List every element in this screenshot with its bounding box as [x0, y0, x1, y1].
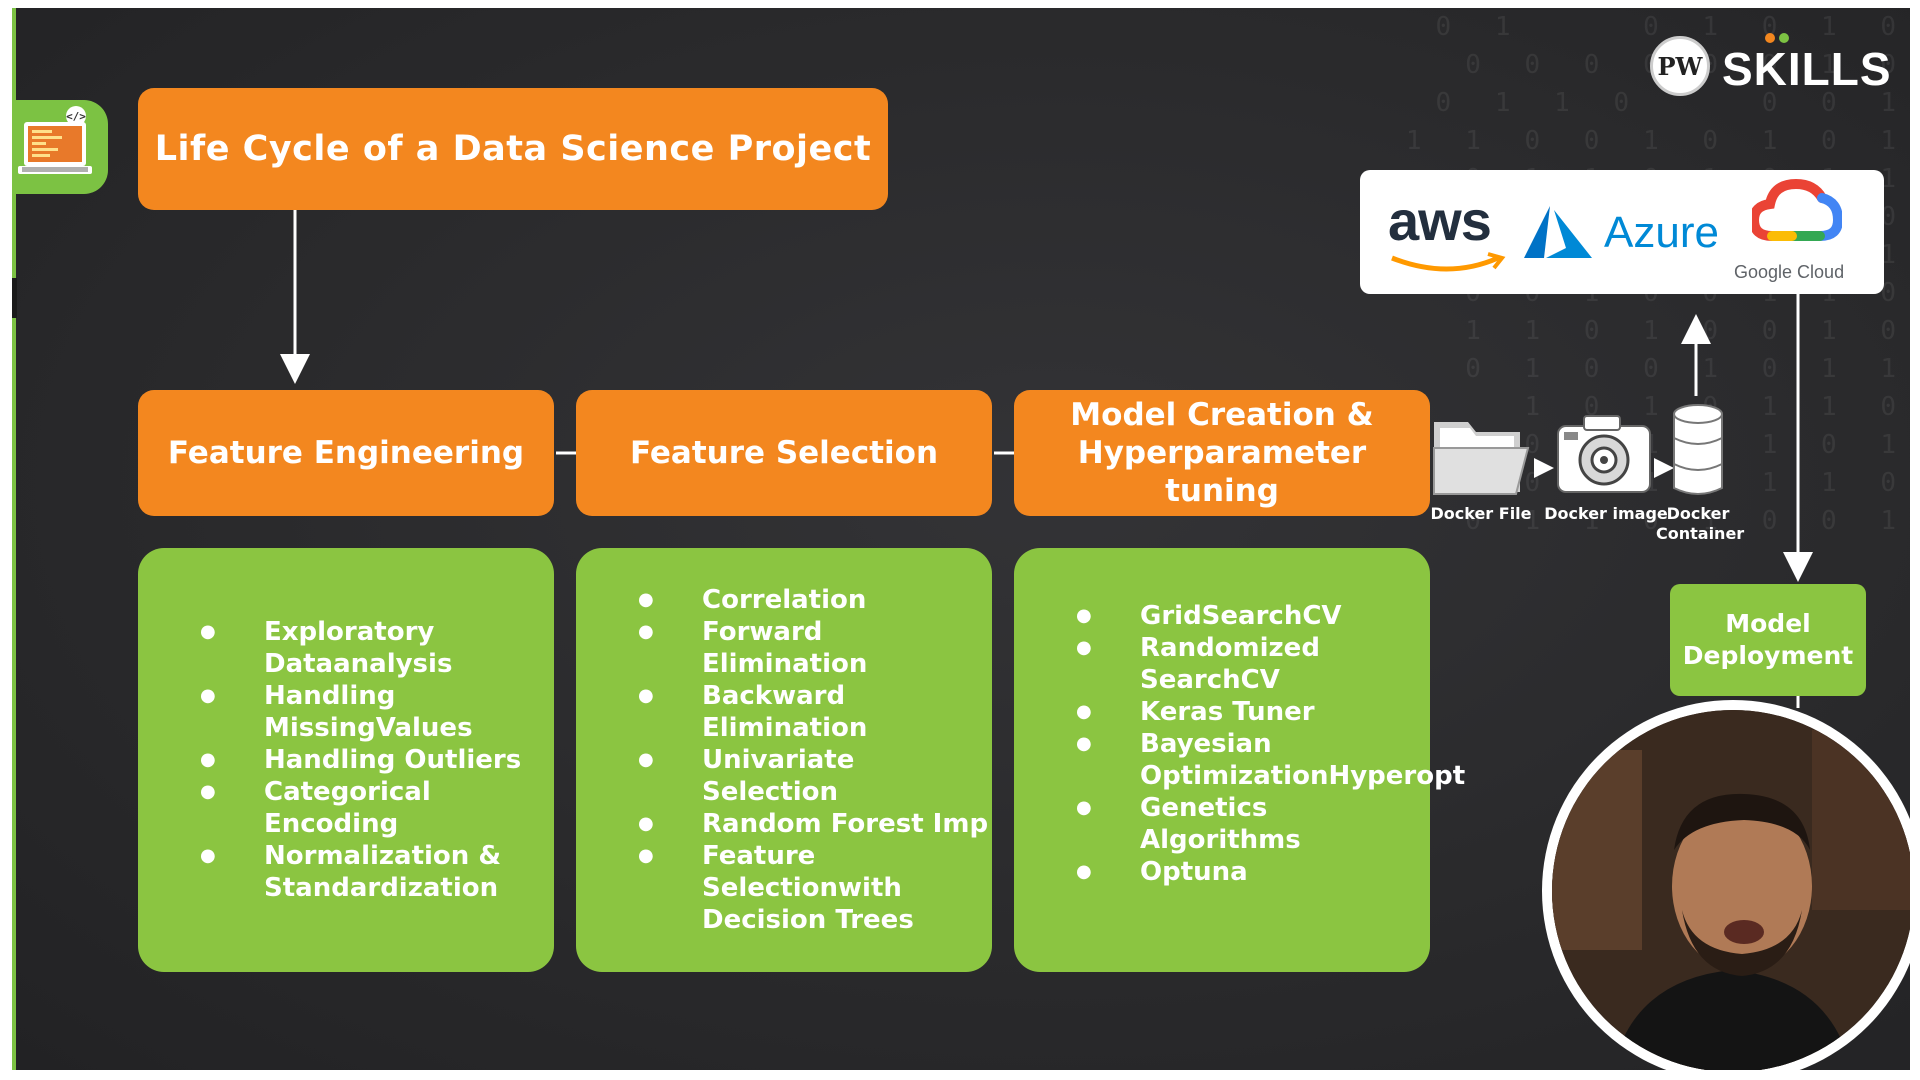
list-item: Univariate Selection [576, 744, 992, 808]
docker-image-label: Docker image [1544, 504, 1668, 523]
model-creation-list: GridSearchCV Randomized SearchCV Keras T… [1014, 548, 1465, 972]
azure-logo: Azure [1604, 208, 1719, 257]
stage-feature-engineering: Feature Engineering [138, 390, 554, 516]
list-item: Correlation [576, 584, 992, 616]
list-item: Feature Selectionwith Decision Trees [576, 840, 992, 936]
left-accent-notch [12, 278, 17, 318]
slide: 0 1 0 1 0 1 0 0 0 0 0 0 0 1 0 0 1 1 0 0 … [12, 8, 1910, 1070]
list-item: Forward Elimination [576, 616, 992, 680]
laptop-code-icon: </> [18, 106, 92, 174]
list-item: Randomized SearchCV [1014, 632, 1430, 696]
aws-smile-icon [1391, 252, 1506, 272]
brand-name: SKILLS [1722, 43, 1892, 95]
webcam-overlay [1542, 700, 1910, 1070]
google-cloud-icon [1752, 178, 1842, 241]
list-item: Genetics Algorithms [1014, 792, 1430, 856]
list-item: Normalization & Standardization [138, 840, 554, 904]
list-item: Keras Tuner [1014, 696, 1430, 728]
feature-selection-list: Correlation Forward Elimination Backward… [576, 548, 992, 972]
list-item: Exploratory Dataanalysis [138, 616, 554, 680]
pw-logo: PW [1650, 36, 1710, 96]
left-accent-strip [12, 8, 16, 1070]
list-item: Handling MissingValues [138, 680, 554, 744]
google-cloud-logo: Google Cloud [1734, 262, 1845, 282]
svg-text:</>: </> [66, 110, 86, 123]
stage-feature-selection: Feature Selection [576, 390, 992, 516]
presenter-silhouette [1552, 710, 1910, 1070]
aws-logo: aws [1388, 189, 1492, 252]
list-item: Bayesian OptimizationHyperopt [1014, 728, 1465, 792]
cloud-providers-panel: aws Azure Google Cloud [1360, 170, 1884, 294]
list-item: Random Forest Imp [576, 808, 992, 840]
list-item: GridSearchCV [1014, 600, 1430, 632]
list-item: Backward Elimination [576, 680, 992, 744]
model-deployment-box: Model Deployment [1670, 584, 1866, 696]
brand-dots [1765, 33, 1789, 43]
docker-container-label: Docker Container [1656, 504, 1745, 543]
docker-container-database-icon [1673, 404, 1723, 495]
feature-engineering-list: Exploratory Dataanalysis Handling Missin… [138, 548, 554, 972]
stage-model-creation: Model Creation & Hyperparameter tuning [1014, 390, 1430, 516]
page-title: Life Cycle of a Data Science Project [138, 88, 888, 210]
laptop-tab: </> [12, 100, 108, 194]
azure-icon [1524, 206, 1592, 258]
list-item: Categorical Encoding [138, 776, 554, 840]
docker-image-camera-icon [1557, 415, 1651, 493]
flow-arrows [280, 210, 1813, 708]
list-item: Optuna [1014, 856, 1430, 888]
presenter-video [1552, 710, 1910, 1070]
docker-file-label: Docker File [1430, 504, 1532, 523]
docker-file-icon [1433, 422, 1530, 495]
list-item: Handling Outliers [138, 744, 554, 776]
